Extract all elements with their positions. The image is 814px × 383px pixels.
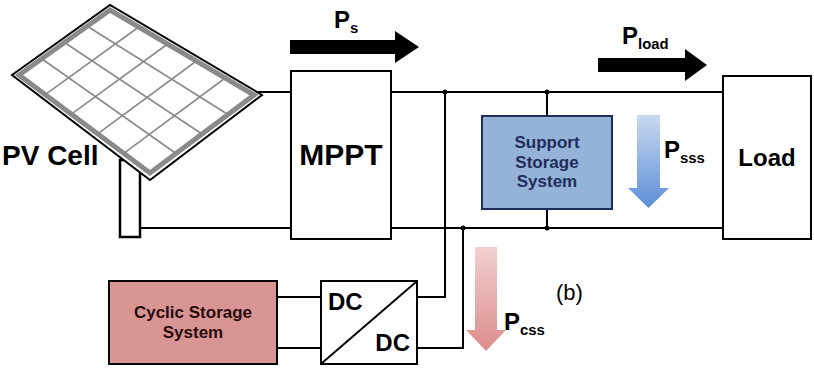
power-arrow <box>628 115 669 208</box>
converter-label: DC <box>328 288 363 316</box>
pv-wire <box>140 227 290 229</box>
pv-grid <box>42 26 228 153</box>
dcdc-converter: DC DC <box>320 280 418 365</box>
pv-wire <box>258 91 290 93</box>
pv-grid-line <box>87 26 228 114</box>
power-label: Pcss <box>504 308 545 338</box>
figure-label: (b) <box>556 280 583 306</box>
power-label: Ps <box>334 6 358 36</box>
converter-label: DC <box>375 329 410 357</box>
pv-grid-line <box>65 43 203 135</box>
load-box: Load <box>722 75 812 240</box>
power-arrow <box>466 247 506 351</box>
storage-box: Cyclic Storage System <box>108 280 278 365</box>
wire <box>278 297 320 348</box>
box-label: Load <box>738 144 795 172</box>
component-label: PV Cell <box>2 140 98 172</box>
power-arrow <box>598 49 707 81</box>
storage-box: Support Storage System <box>481 115 613 210</box>
box-label: MPPT <box>299 138 382 173</box>
power-label: Pload <box>622 22 669 52</box>
wire <box>392 92 722 228</box>
pv-post <box>120 160 140 237</box>
power-label: Psss <box>664 136 705 166</box>
box-label: Cyclic Storage System <box>120 303 266 342</box>
converter-box: MPPT <box>290 70 392 240</box>
box-label: Support Storage System <box>493 133 601 192</box>
